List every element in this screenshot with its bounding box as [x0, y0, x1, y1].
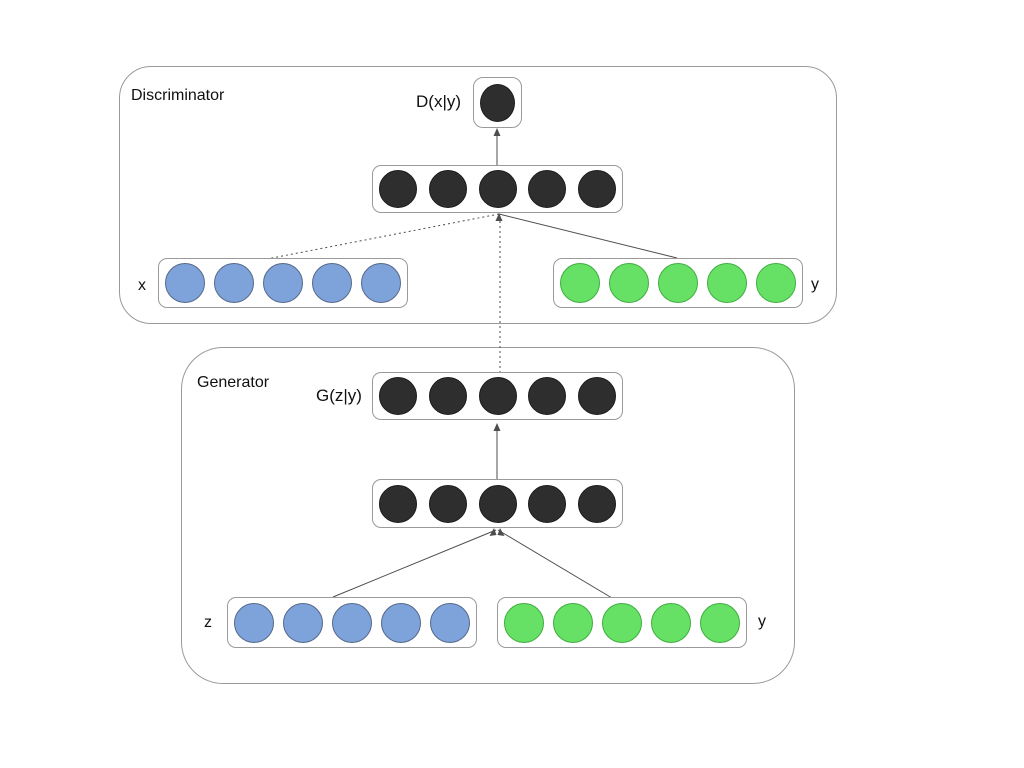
discriminator-y-input-layer — [553, 258, 803, 308]
x-label: x — [138, 277, 146, 294]
dark-node — [379, 170, 417, 208]
dark-node — [379, 377, 417, 415]
dark-node — [578, 170, 616, 208]
green-node — [609, 263, 649, 303]
dark-node — [478, 484, 517, 523]
dark-node — [428, 377, 467, 415]
green-node — [560, 263, 600, 303]
dark-node — [478, 170, 517, 208]
blue-node — [381, 602, 421, 643]
line-y-to-genhidden — [497, 529, 613, 599]
dark-node — [428, 170, 467, 208]
dark-node — [578, 377, 616, 415]
green-node — [553, 602, 593, 643]
blue-node — [312, 263, 352, 303]
generator-block-box — [181, 347, 795, 684]
z-label: z — [204, 614, 212, 631]
blue-node — [332, 602, 372, 643]
arrowhead-disc-hidden — [495, 213, 503, 221]
discriminator-output-label: D(x|y) — [416, 92, 462, 111]
line-y-to-hidden — [498, 213, 678, 259]
dark-node — [480, 83, 515, 122]
green-node — [651, 602, 691, 643]
discriminator-title: Discriminator — [131, 87, 225, 104]
green-node — [658, 263, 698, 303]
dark-node — [379, 484, 417, 523]
discriminator-output-layer — [473, 77, 522, 128]
arrowhead-gen-hidden-left — [489, 528, 497, 536]
green-node — [700, 602, 740, 643]
dark-node — [528, 377, 567, 415]
green-node — [602, 602, 642, 643]
generator-output-label: G(z|y) — [316, 386, 362, 405]
blue-node — [234, 602, 274, 643]
arrowhead-g-output — [493, 423, 501, 431]
green-node — [504, 602, 544, 643]
generator-hidden-layer — [372, 479, 623, 528]
blue-node — [361, 263, 401, 303]
generator-output-layer — [372, 372, 623, 420]
arrowhead-output — [493, 128, 501, 136]
green-node — [756, 263, 796, 303]
line-x-to-hidden-dotted — [266, 213, 500, 260]
generator-y-label: y — [758, 613, 766, 630]
discriminator-y-label: y — [811, 276, 819, 293]
generator-y-input-layer — [497, 597, 747, 648]
blue-node — [263, 263, 303, 303]
dark-node — [528, 484, 567, 523]
line-z-to-genhidden — [332, 529, 497, 598]
blue-node — [214, 263, 254, 303]
discriminator-hidden-layer — [372, 165, 623, 213]
blue-node — [165, 263, 205, 303]
green-node — [707, 263, 747, 303]
x-input-layer — [158, 258, 408, 308]
dark-node — [528, 170, 567, 208]
blue-node — [283, 602, 323, 643]
dark-node — [428, 484, 467, 523]
dark-node — [478, 377, 517, 415]
z-input-layer — [227, 597, 477, 648]
dark-node — [578, 484, 616, 523]
generator-title: Generator — [197, 374, 270, 391]
discriminator-block-box — [119, 66, 837, 324]
arrowhead-gen-hidden-right — [497, 528, 505, 536]
blue-node — [430, 602, 470, 643]
